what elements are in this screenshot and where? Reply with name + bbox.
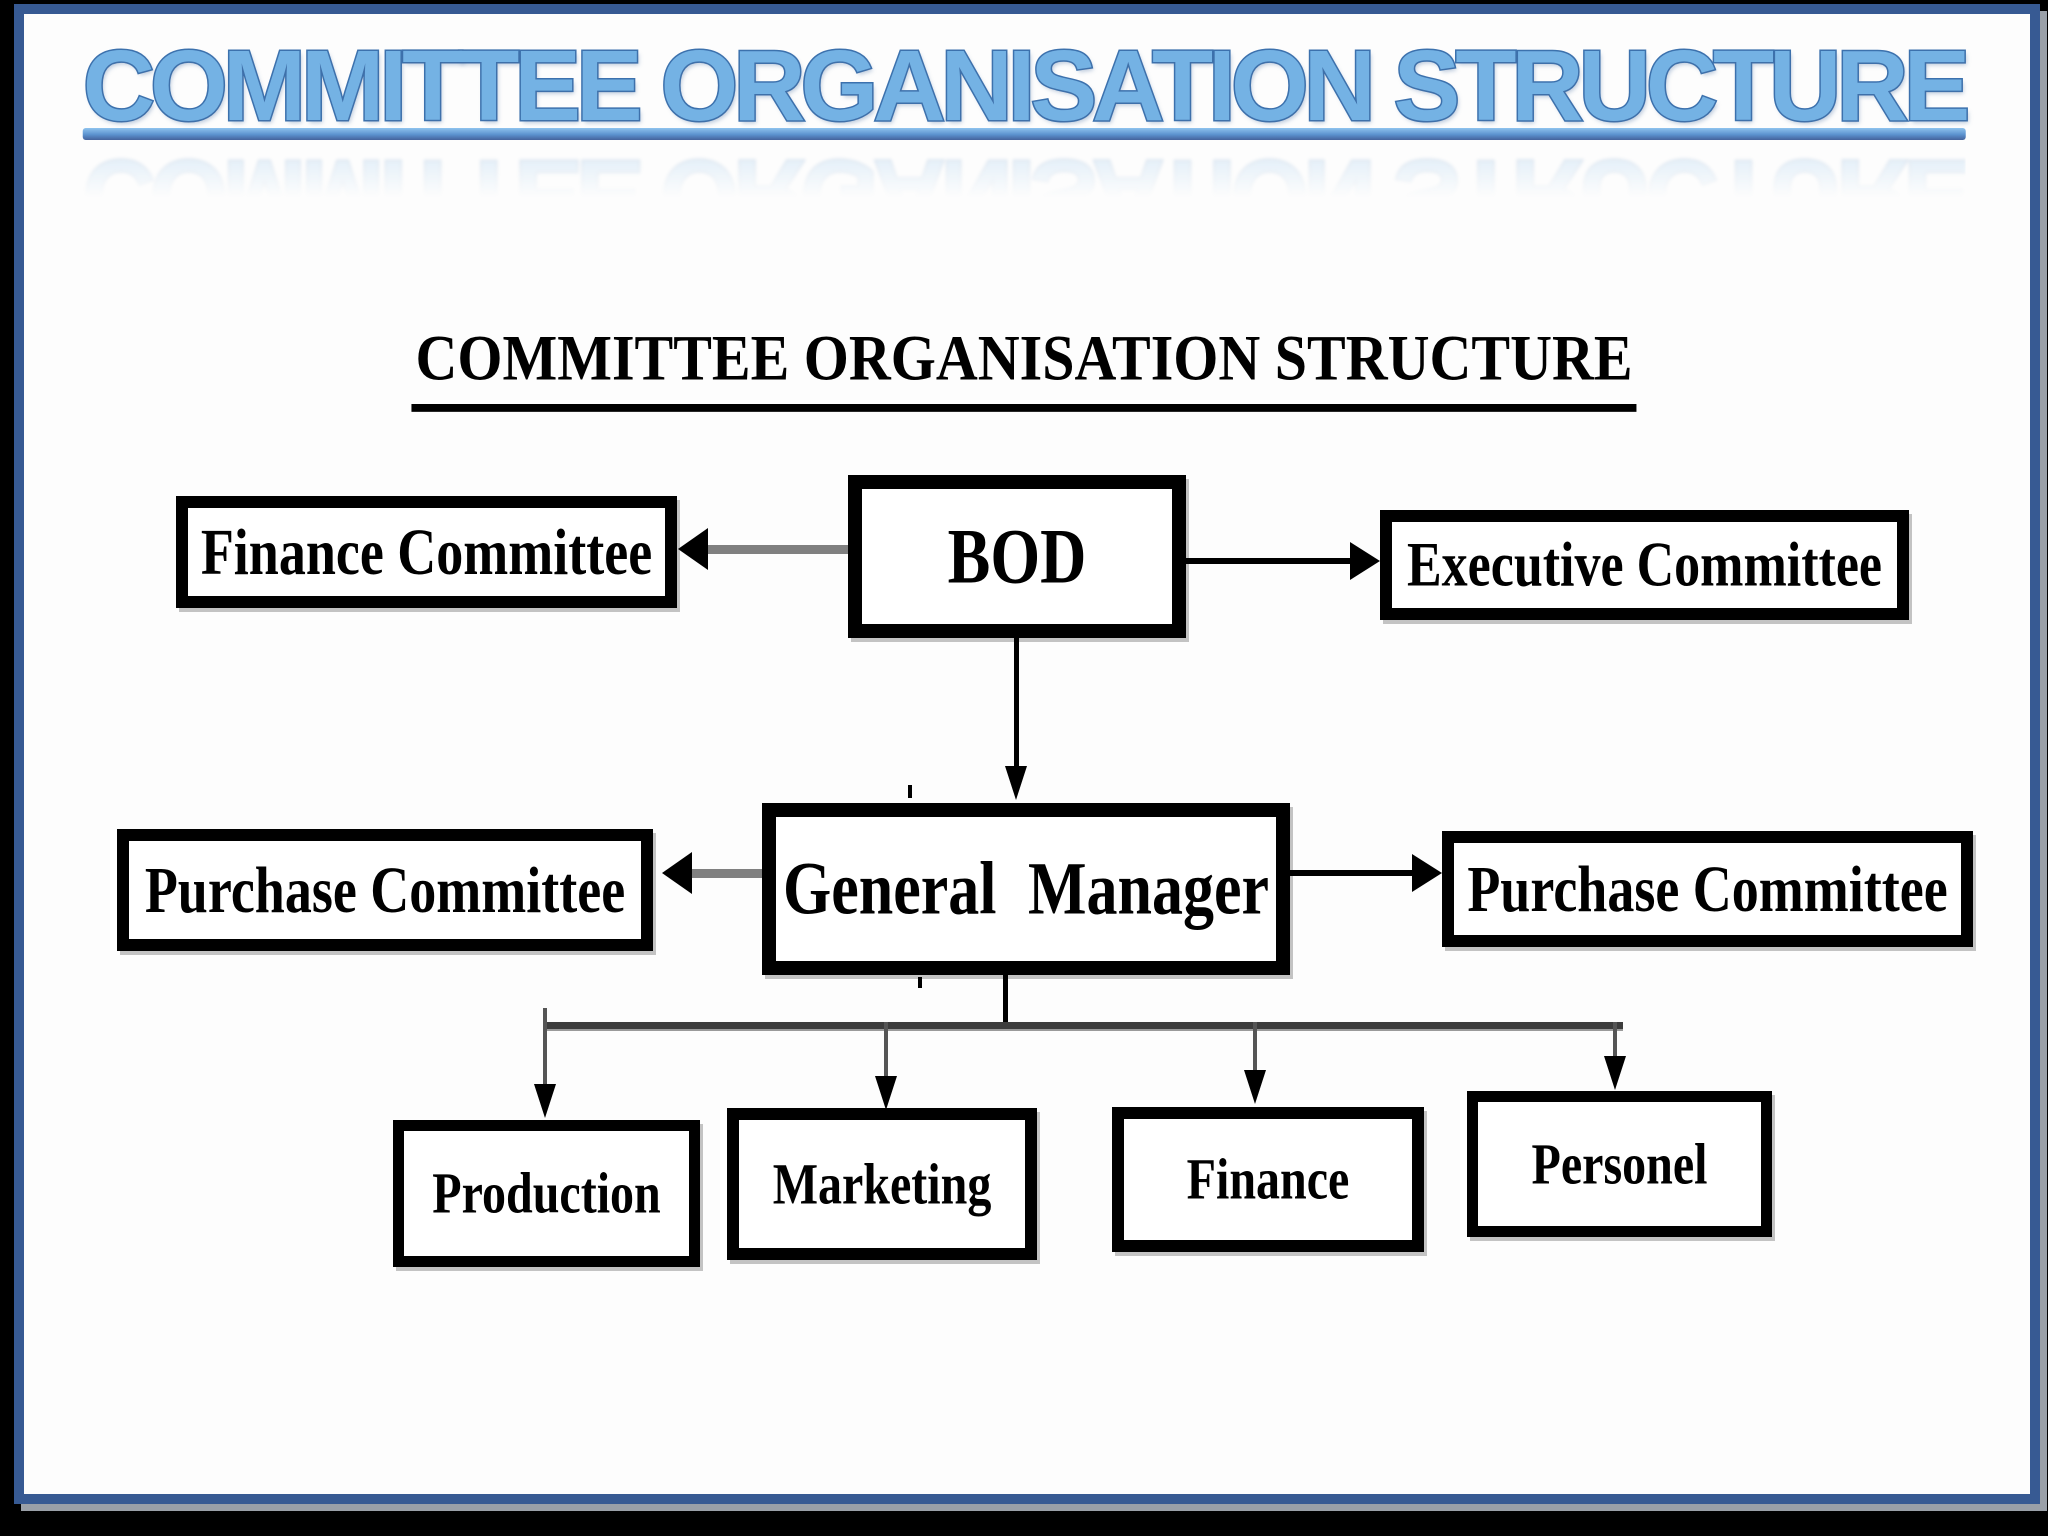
node-finance-committee: Finance Committee (176, 496, 677, 608)
connector-bod-finance-line (700, 545, 848, 554)
node-executive-committee: Executive Committee (1380, 510, 1909, 620)
connector-gm-purchase-left-arrowhead-icon (662, 852, 692, 894)
connector-bod-gm-line (1014, 638, 1019, 768)
connector-gm-purchase-right-line (1290, 870, 1412, 876)
slide-frame (14, 4, 2040, 1504)
wordart-reflection-text: COMMITTEE ORGANISATION STRUCTURE (82, 143, 1966, 207)
connector-tree-production-line (543, 1022, 547, 1086)
connector-tree-marketing-line (884, 1022, 888, 1078)
wordart-reflection: COMMITTEE ORGANISATION STRUCTURE (83, 143, 1966, 207)
diagram-heading: COMMITTEE ORGANISATION STRUCTURE (411, 320, 1637, 412)
node-general-manager: General Manager (762, 803, 1290, 975)
connector-tree-personel-arrowhead-icon (1604, 1056, 1626, 1090)
node-production-label: Production (432, 1161, 661, 1226)
wordart-underline (82, 128, 1966, 140)
node-purchase-committee-right: Purchase Committee (1442, 831, 1973, 947)
node-general-manager-label: General Manager (782, 846, 1270, 930)
artifact-tick-above-gm (908, 785, 912, 798)
connector-tree-left-stub (543, 1008, 547, 1022)
node-personel: Personel (1467, 1091, 1772, 1237)
connector-tree-finance-arrowhead-icon (1244, 1070, 1266, 1104)
connector-tree-personel-line (1613, 1022, 1617, 1058)
connector-bod-gm-arrowhead-icon (1005, 766, 1027, 800)
node-bod-label: BOD (947, 512, 1087, 600)
connector-bod-executive-arrowhead-icon (1350, 542, 1380, 580)
wordart-title-group: COMMITTEE ORGANISATION STRUCTURE COMMITT… (81, 30, 1972, 208)
connector-bod-finance-arrowhead-icon (678, 528, 708, 570)
artifact-tick-below-gm (918, 977, 922, 988)
connector-gm-tree-stem (1003, 975, 1008, 1022)
node-personel-label: Personel (1531, 1131, 1708, 1197)
connector-gm-purchase-right-arrowhead-icon (1412, 854, 1442, 892)
connector-gm-purchase-left-line (692, 869, 762, 878)
node-production: Production (393, 1120, 700, 1267)
node-marketing-label: Marketing (772, 1151, 992, 1217)
node-finance-label: Finance (1186, 1147, 1350, 1212)
node-bod: BOD (848, 475, 1186, 638)
node-purchase-committee-left: Purchase Committee (117, 829, 653, 951)
node-finance-committee-label: Finance Committee (200, 515, 653, 589)
connector-tree-production-arrowhead-icon (534, 1084, 556, 1118)
connector-tree-finance-line (1253, 1022, 1257, 1072)
node-marketing: Marketing (727, 1108, 1037, 1260)
wordart-title: COMMITTEE ORGANISATION STRUCTURE (81, 30, 1972, 142)
node-purchase-committee-left-label: Purchase Committee (144, 853, 626, 927)
connector-bod-executive-line (1186, 558, 1350, 564)
connector-tree-marketing-arrowhead-icon (875, 1076, 897, 1110)
node-purchase-committee-right-label: Purchase Committee (1467, 852, 1948, 926)
node-executive-committee-label: Executive Committee (1406, 530, 1883, 600)
node-finance: Finance (1112, 1107, 1424, 1252)
connector-tree-horizontal (543, 1022, 1623, 1031)
